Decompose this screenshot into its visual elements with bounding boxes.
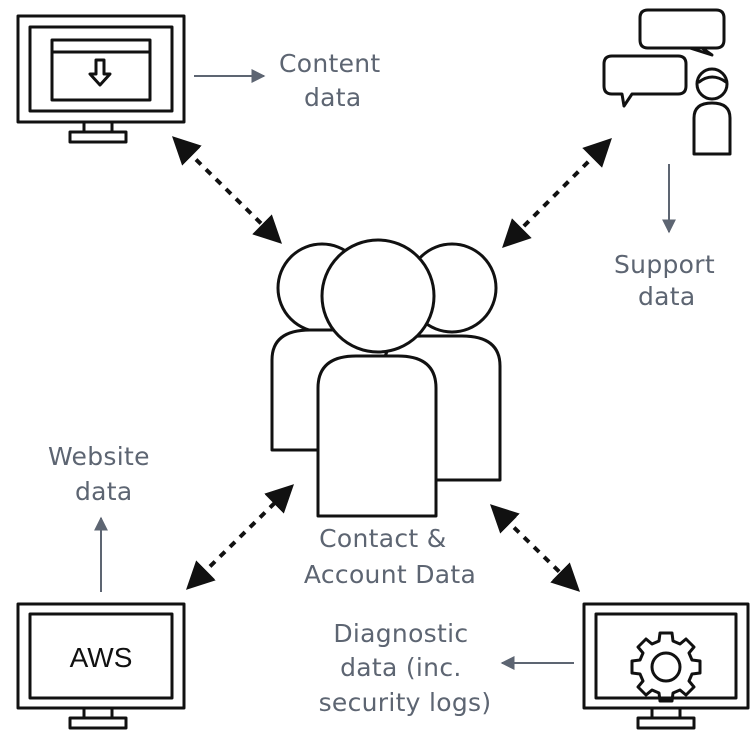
download-icon xyxy=(88,58,112,87)
chat-bubbles-icon xyxy=(602,8,726,108)
content-label-line-1: Content xyxy=(279,49,381,78)
download-window-icon xyxy=(50,38,152,102)
website-data-label: Website data xyxy=(48,442,158,506)
aws-users-arrow xyxy=(186,484,294,590)
settings-monitor xyxy=(582,602,750,730)
diagnostic-label-line-2: data (inc. xyxy=(340,653,462,682)
content-users-arrow xyxy=(172,136,282,244)
content-label-line-2: data xyxy=(304,83,362,112)
support-label-line-1: Support xyxy=(614,250,715,279)
diagnostic-data-label: Diagnostic data (inc. security logs) xyxy=(319,619,492,717)
center-label-line-2: Account Data xyxy=(304,560,476,589)
aws-monitor: AWS xyxy=(16,602,186,730)
diagnostic-label-line-3: security logs) xyxy=(319,688,492,717)
support-people xyxy=(602,8,732,156)
diagnostic-label-line-1: Diagnostic xyxy=(333,619,468,648)
content-monitor xyxy=(16,14,186,144)
support-users-arrow xyxy=(502,138,612,248)
website-label-line-2: data xyxy=(75,477,133,506)
center-label-line-1: Contact & xyxy=(319,524,446,553)
user-group-icon xyxy=(270,238,502,518)
contact-account-label: Contact & Account Data xyxy=(304,524,476,589)
content-data-label: Content data xyxy=(279,49,389,112)
support-data-label: Support data xyxy=(614,250,723,311)
website-label-line-1: Website xyxy=(48,442,150,471)
support-label-line-2: data xyxy=(638,282,696,311)
aws-screen-text: AWS xyxy=(70,642,133,673)
support-person-icon xyxy=(692,67,732,156)
gear-icon xyxy=(630,631,702,703)
settings-users-arrow xyxy=(489,504,581,592)
